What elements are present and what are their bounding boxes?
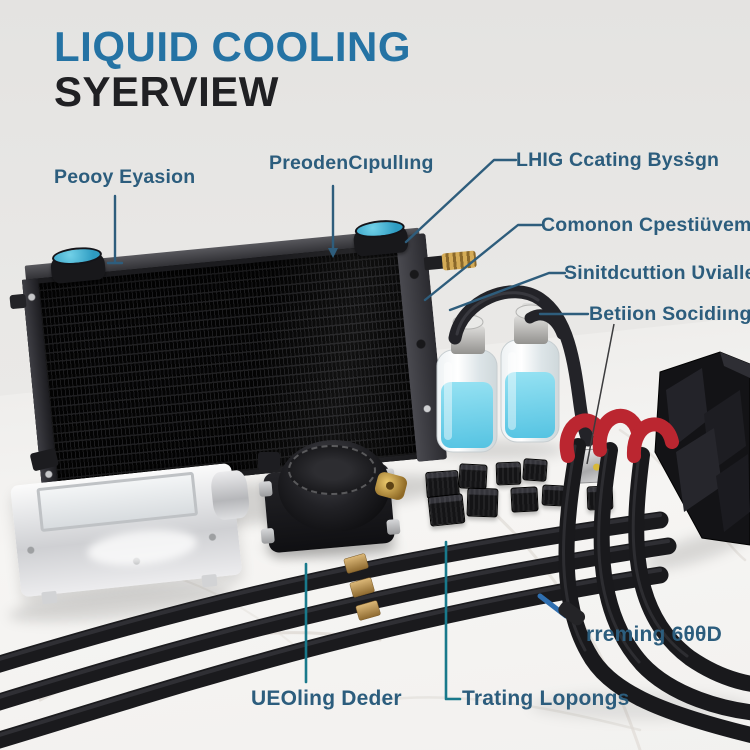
thin-wire bbox=[586, 323, 615, 465]
red-hose-tip bbox=[592, 408, 645, 457]
marker-tool bbox=[537, 593, 586, 626]
callout-label-1: Peooy Eyasion bbox=[54, 166, 196, 188]
bottle-highlight bbox=[444, 362, 452, 440]
bottle-foil bbox=[514, 316, 548, 344]
title-line-1: LIQUID COOLING bbox=[54, 23, 411, 70]
pump bbox=[278, 440, 390, 532]
pump-top-face bbox=[288, 445, 376, 495]
callout-label-7: rreming 6θθD bbox=[586, 623, 722, 646]
callout-label-6: Betiion Socidiıng bbox=[589, 303, 750, 325]
connector-block bbox=[654, 351, 750, 546]
callout-label-8: UEOling Deder bbox=[251, 687, 402, 710]
callout-line-9 bbox=[444, 540, 462, 701]
red-tip-hoses bbox=[558, 408, 750, 743]
pump-connector bbox=[258, 452, 280, 470]
bottle-liquid bbox=[441, 382, 493, 448]
bottle-highlight bbox=[508, 352, 516, 430]
callout-label-5: Sinitdcuttion Ʋvialler bbox=[564, 262, 750, 284]
red-hose-tip bbox=[627, 417, 679, 463]
callout-label-2: PreodenCıpullıng bbox=[269, 152, 434, 174]
bottle-liquid bbox=[505, 372, 555, 438]
callout-line-3 bbox=[404, 158, 518, 244]
hose-clamp-bands bbox=[343, 553, 381, 621]
title-line-2: SYERVIEW bbox=[54, 68, 279, 116]
callout-label-3: LHIG Ccating Bysṡgn bbox=[516, 149, 720, 171]
callout-label-9: Trating Lopongs bbox=[462, 687, 630, 710]
callout-label-4: Comonon Cpestiüvem bbox=[541, 214, 750, 236]
callout-line-5 bbox=[448, 271, 567, 312]
callout-line-4 bbox=[423, 223, 543, 302]
page-title: LIQUID COOLING SYERVIEW bbox=[54, 24, 411, 115]
callout-line-2-arrow bbox=[328, 248, 338, 258]
